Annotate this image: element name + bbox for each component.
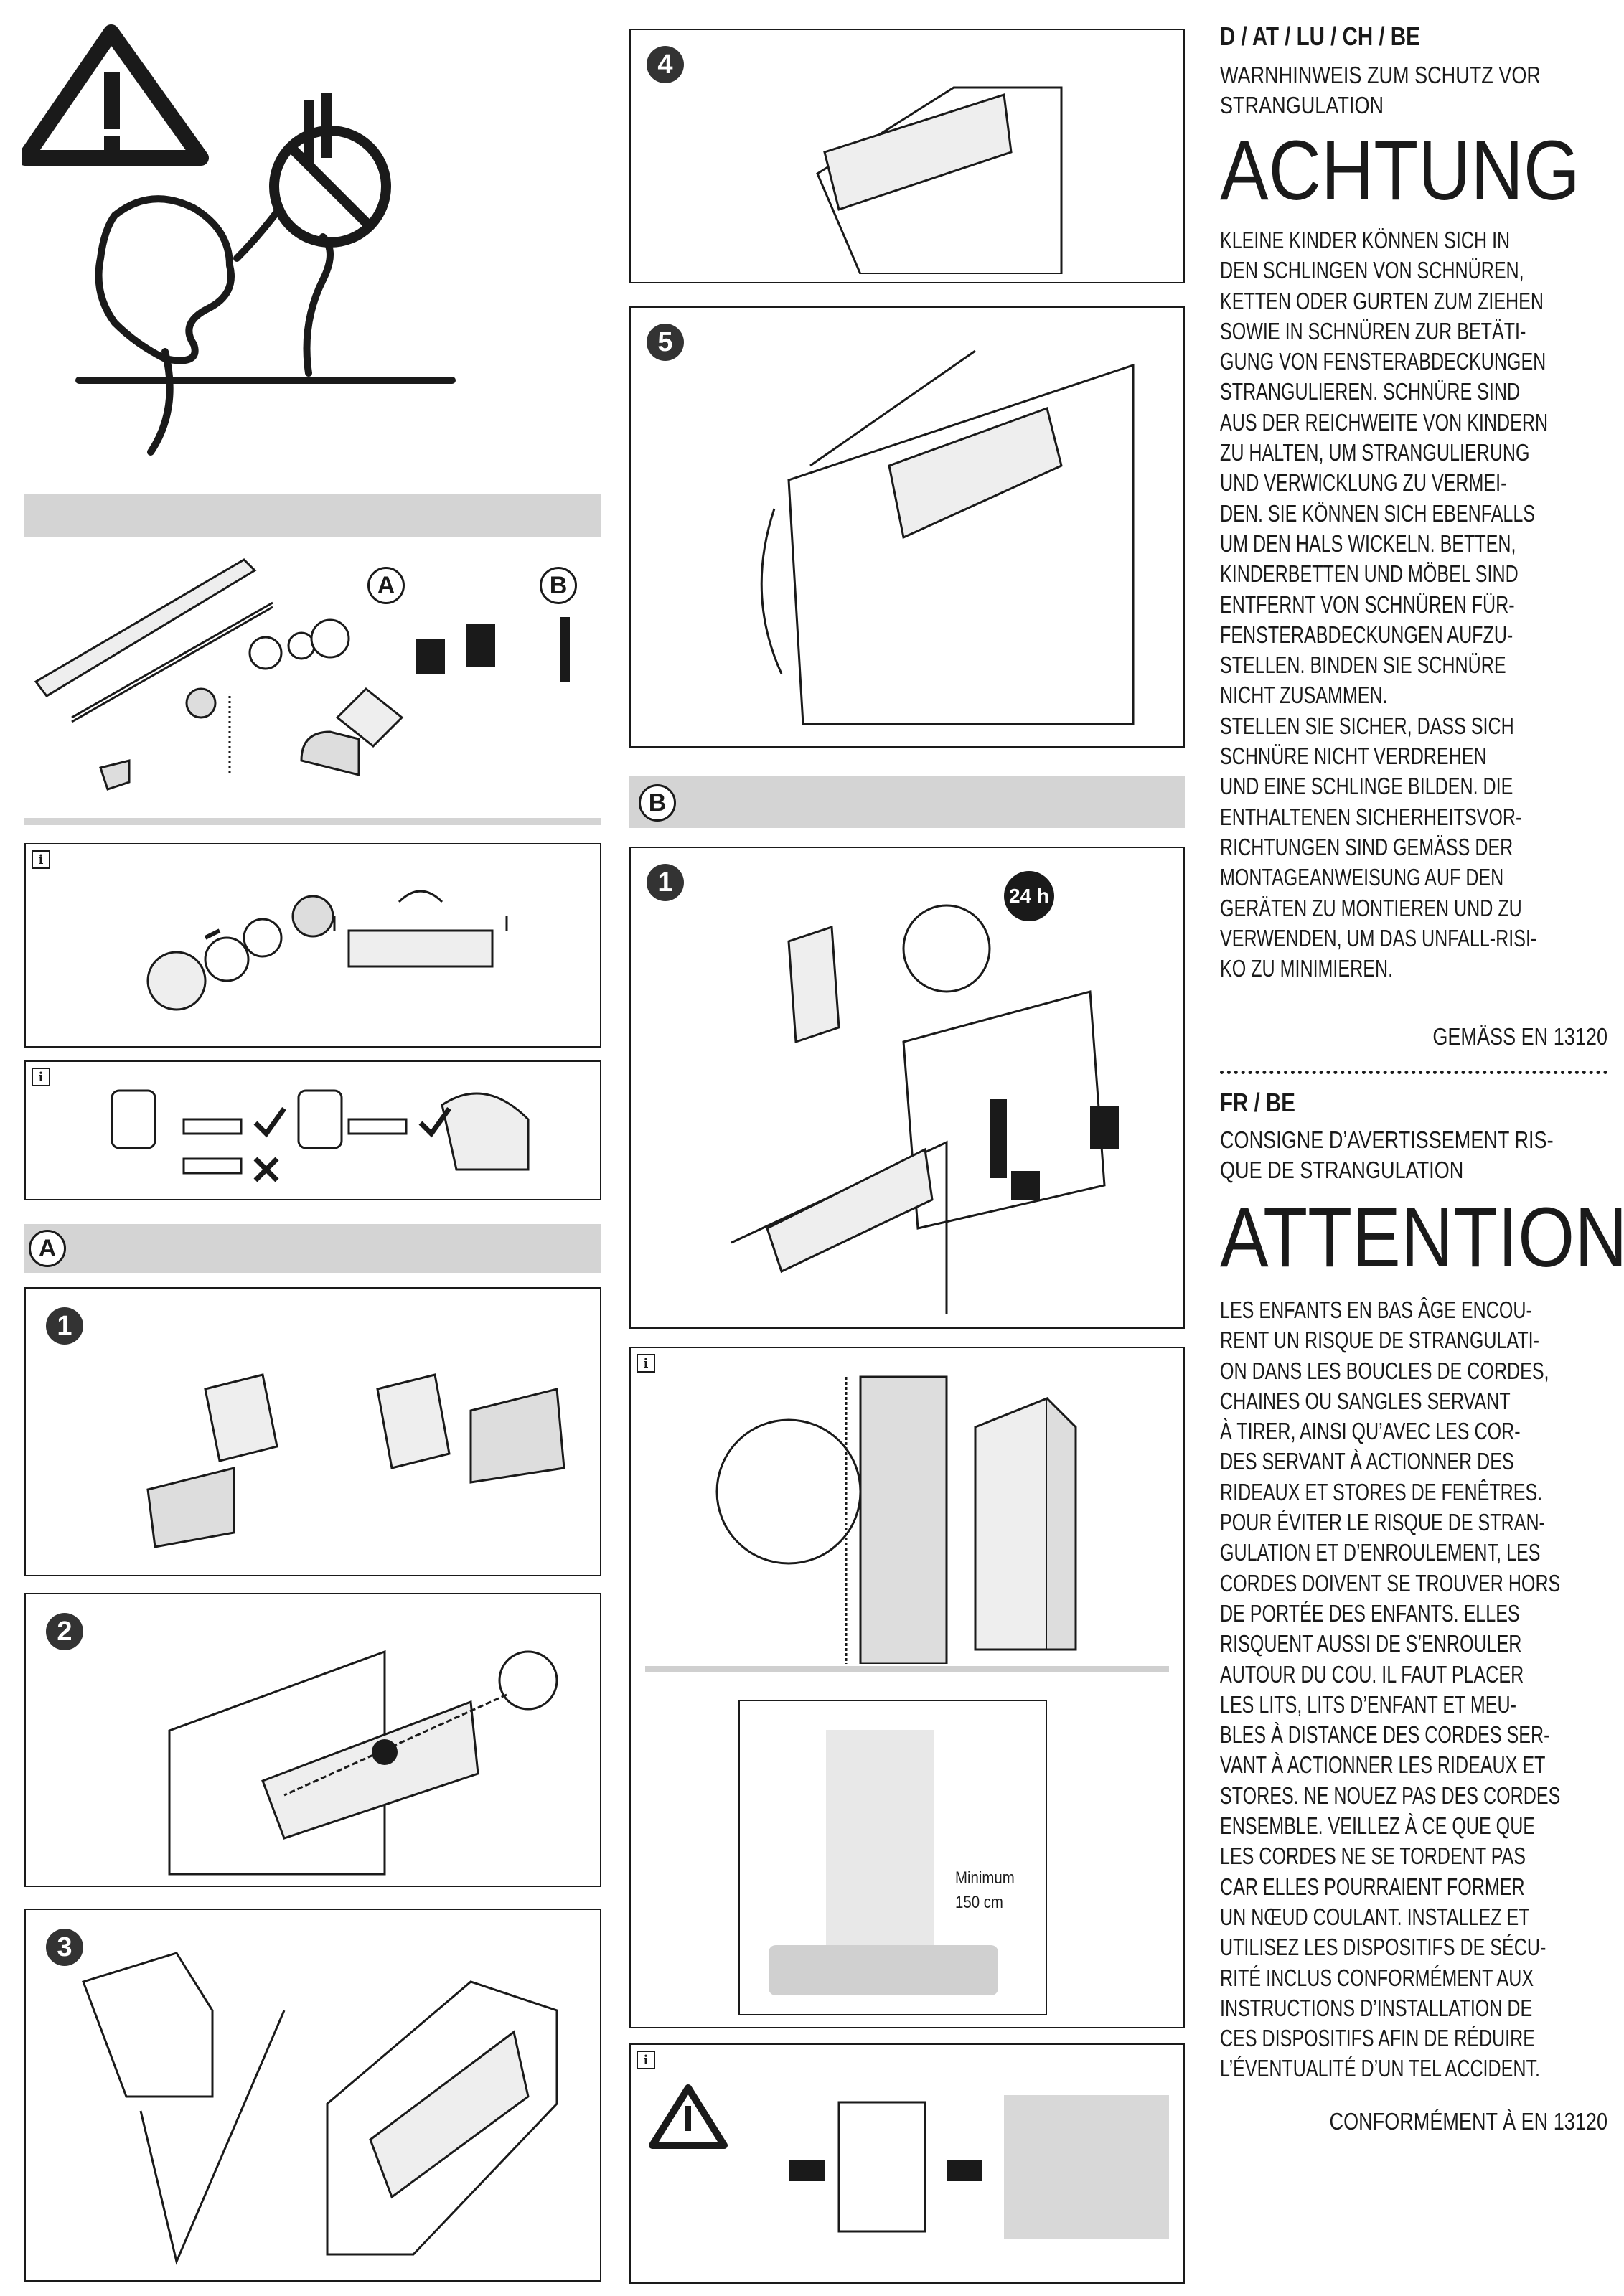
step-5-illustration: [760, 349, 1135, 725]
warning-triangle-icon: [22, 24, 209, 166]
info-panel-chain-safety: i Minimum 150 cm: [629, 1347, 1185, 2028]
info-panel-bracket: i: [24, 1060, 601, 1200]
a-step-3-panel: 3: [24, 1909, 601, 2282]
info-panel-bearing: i: [24, 843, 601, 1048]
mounting-height-frame: Minimum 150 cm: [738, 1700, 1047, 2015]
fr-subtitle: CONSIGNE D’AVERTISSEMENT RIS- QUE DE STR…: [1220, 1126, 1554, 1183]
strangulation-warning-illustration: [22, 24, 456, 456]
de-country-codes: D / AT / LU / CH / BE: [1220, 22, 1420, 51]
fr-heading: ATTENTION: [1220, 1190, 1624, 1285]
a-step-1-panel: 1: [24, 1287, 601, 1576]
a-step-2-badge: 2: [46, 1613, 83, 1650]
info-icon: i: [32, 850, 50, 869]
de-standard: GEMÄSS EN 13120: [1432, 1023, 1607, 1050]
de-warning-text: KLEINE KINDER KÖNNEN SICH IN DEN SCHLING…: [1220, 227, 1549, 982]
b-step-1-illustration: [731, 904, 1119, 1314]
parts-variant-a-badge: A: [367, 567, 405, 604]
step-4-badge: 4: [647, 46, 684, 83]
b-step-1-panel: 1 24 h: [629, 847, 1185, 1329]
a-step-3-badge: 3: [46, 1929, 83, 1966]
parts-variant-b-badge: B: [540, 567, 577, 604]
bearing-assembly-illustration: [146, 890, 508, 1011]
step-4-panel: 4: [629, 29, 1185, 283]
de-heading: ACHTUNG: [1220, 123, 1580, 218]
parts-overview-illustration: [34, 558, 570, 791]
prohibited-loop-icon: [269, 93, 391, 248]
variant-a-header-band: [24, 1224, 601, 1273]
variant-b-header-band: [629, 776, 1185, 828]
a-step-1-illustration: [146, 1373, 565, 1548]
floor-shadow: [769, 1945, 998, 1995]
parts-footer-band: [24, 818, 601, 825]
a-step-2-panel: 2: [24, 1593, 601, 1887]
fr-standard: CONFORMÉMENT À EN 13120: [1329, 2108, 1607, 2135]
a-step-3-illustration: [82, 1952, 558, 2265]
parts-header-band: [24, 494, 601, 537]
window-blind-area: [826, 1730, 934, 1974]
chain-tensioner-illustration: [715, 1375, 1077, 1664]
a-step-2-illustration: [168, 1650, 558, 1876]
info-icon: i: [637, 1354, 655, 1373]
de-subtitle: WARNHINWEIS ZUM SCHUTZ VOR STRANGULATION: [1220, 62, 1541, 118]
summary-illustration: [649, 2084, 1169, 2239]
b-step-1-badge: 1: [647, 864, 684, 901]
variant-b-header-badge: B: [639, 784, 676, 822]
fr-country-codes: FR / BE: [1220, 1088, 1295, 1117]
section-divider: [1220, 1071, 1607, 1074]
cure-time-badge: 24 h: [1004, 871, 1054, 921]
variant-a-header-badge: A: [29, 1230, 66, 1267]
info-icon: i: [637, 2051, 655, 2069]
info-panel-summary: i: [629, 2043, 1185, 2284]
step-5-badge: 5: [647, 324, 684, 361]
step-4-illustration: [816, 86, 1063, 274]
warning-triangle-icon: [649, 2084, 728, 2149]
bracket-orientation-illustration: [111, 1089, 530, 1182]
fr-warning-text: LES ENFANTS EN BAS ÂGE ENCOU- RENT UN RI…: [1220, 1297, 1561, 2082]
info-icon: i: [32, 1068, 50, 1086]
a-step-1-badge: 1: [46, 1307, 83, 1345]
step-5-panel: 5: [629, 306, 1185, 748]
divider: [645, 1666, 1169, 1672]
minimum-height-label: Minimum 150 cm: [955, 1868, 1015, 1912]
